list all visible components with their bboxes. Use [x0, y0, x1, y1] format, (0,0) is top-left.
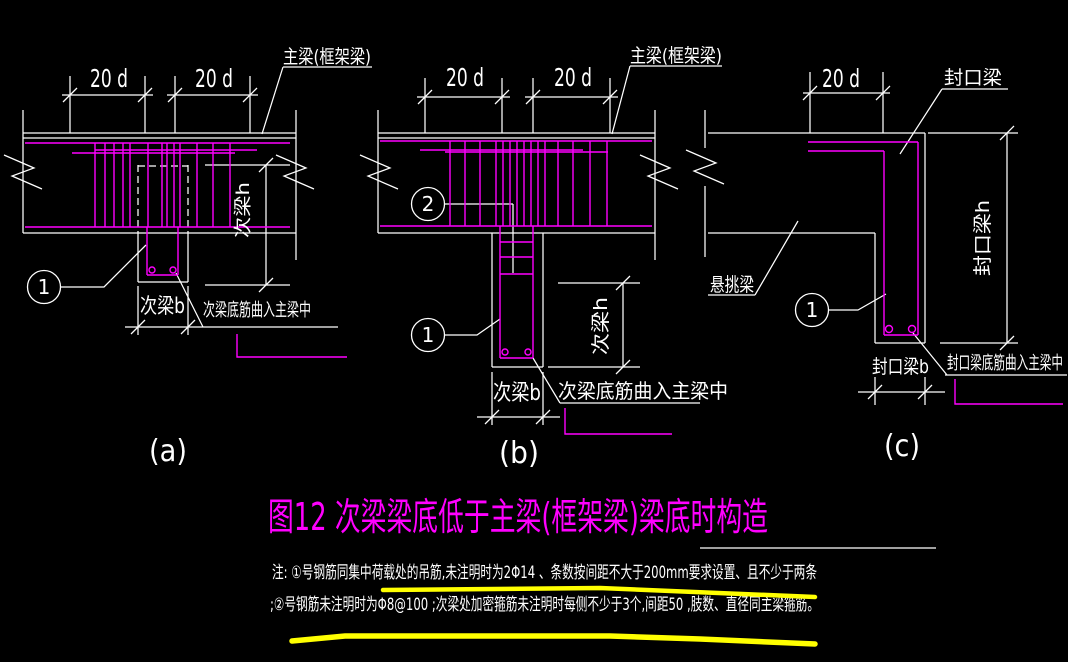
detail-b-break-right: [639, 154, 679, 190]
detail-b-break-left: [359, 154, 399, 190]
detail-c-closure-leader: [899, 88, 1008, 155]
detail-b: 2 1 20 d 20 d 主梁(框架梁) 次梁b 次梁底筋曲入主梁中 次梁h …: [359, 45, 728, 471]
detail-b-dim-right-label: 20 d: [554, 63, 592, 92]
detail-c-closure-outline: [874, 133, 926, 344]
detail-c-break-left: [685, 149, 725, 185]
detail-a-hidden-beam-edges: [137, 165, 189, 233]
detail-a-height-dim: [205, 164, 290, 286]
detail-b-callout2-leader: [444, 203, 514, 273]
detail-b-caption: (b): [499, 436, 539, 471]
detail-a-callout-1-number: 1: [38, 275, 51, 299]
detail-c-rebar: [808, 141, 919, 336]
detail-c-note-bracket: [954, 379, 1063, 405]
detail-a-girder-leader: [261, 66, 372, 135]
detail-b-dim-lines: [417, 78, 618, 133]
detail-c-caption: (c): [884, 429, 920, 464]
detail-b-beam-drop-outline: [491, 233, 544, 368]
highlight-mark-bottom: [289, 633, 818, 647]
detail-a-note-bracket: [236, 334, 347, 358]
detail-c-bottom-bar-right-icon: [907, 324, 917, 334]
detail-b-bottom-bar-right-icon: [524, 348, 532, 356]
note-line-2: ;②号钢筋未注明时为Φ8@100 ;次梁处加密箍筋未注明时每侧不少于3个,间距5…: [270, 595, 819, 615]
detail-b-width-dim: [477, 372, 560, 425]
detail-a-bottom-bar-right-icon: [169, 266, 177, 274]
detail-b-dim-left-label: 20 d: [446, 63, 484, 92]
note-line-1: 注: ①号钢筋同集中荷载处的吊筋,未注明时为2Φ14 、条数按间距不大于200m…: [272, 563, 817, 583]
detail-b-girder-label: 主梁(框架梁): [630, 45, 722, 67]
detail-a-rebar: [25, 142, 290, 276]
detail-b-callout1-leader: [444, 318, 501, 336]
detail-a-dim-right-label: 20 d: [195, 64, 233, 93]
detail-c-cantilever-label: 悬挑梁: [710, 274, 754, 296]
detail-b-height-dim: [548, 282, 640, 368]
detail-c-callout-1-number: 1: [806, 298, 819, 322]
detail-b-note-bracket: [564, 408, 672, 435]
detail-b-rebar: [380, 140, 652, 359]
detail-c-callout-leader: [828, 293, 887, 311]
detail-a-bottom-bar-note: 次梁底筋曲入主梁中: [203, 300, 311, 321]
detail-a-break-left: [3, 154, 43, 190]
detail-c-cantilever-lines: [704, 110, 925, 257]
detail-b-height-label: 次梁h: [590, 297, 612, 355]
detail-a-girder-label: 主梁(框架梁): [283, 46, 371, 68]
detail-b-girder-lines: [377, 110, 656, 260]
detail-c-closure-label: 封口梁: [944, 67, 1002, 89]
figure-title: 图12 次梁梁底低于主梁(框架梁)梁底时构造: [268, 495, 768, 539]
detail-c-note-underline: [912, 332, 1067, 376]
detail-a-width-dim: [125, 272, 338, 335]
detail-b-bottom-bar-left-icon: [501, 348, 509, 356]
detail-a-height-label: 次梁h: [233, 182, 254, 238]
detail-b-callout-1-number: 1: [422, 323, 435, 347]
detail-b-note-underline: [532, 357, 700, 404]
detail-c-callout-1: 1: [794, 292, 830, 328]
detail-b-bottom-bar-note: 次梁底筋曲入主梁中: [558, 379, 728, 403]
detail-b-width-label: 次梁b: [493, 381, 541, 406]
detail-a-callout-1: 1: [26, 269, 62, 305]
highlight-mark-mid: [380, 585, 818, 600]
detail-a-width-label: 次梁b: [140, 294, 185, 318]
detail-c-width-label: 封口梁b: [872, 356, 929, 378]
detail-c-bottom-bar-left-icon: [884, 324, 894, 334]
detail-a: 1 20 d 20 d 主梁(框架梁) 次梁b 次梁底筋曲入主梁中 次梁h (a…: [3, 46, 372, 469]
detail-a-break-right: [275, 154, 315, 190]
detail-b-callout-1: 1: [410, 317, 446, 353]
detail-b-callout-2-number: 2: [422, 192, 435, 216]
detail-c: 1 20 d 封口梁 悬挑梁 封口梁b 封口梁底筋曲入主梁中 封口梁h (c): [685, 64, 1067, 464]
detail-c-dim-label: 20 d: [822, 64, 860, 93]
detail-c-bottom-bar-note: 封口梁底筋曲入主梁中: [947, 353, 1063, 374]
detail-a-bottom-bar-left-icon: [148, 266, 156, 274]
detail-c-height-label: 封口梁h: [972, 200, 994, 276]
detail-b-callout-2: 2: [410, 186, 446, 222]
detail-a-caption: (a): [149, 434, 187, 469]
detail-a-callout-leader: [60, 244, 147, 288]
detail-c-dim-lines: [803, 72, 890, 133]
detail-a-beam-drop-outline: [137, 233, 189, 283]
detail-c-height-dim: [928, 132, 1018, 344]
detail-c-cantilever-leader: [708, 220, 799, 296]
detail-c-width-dim: [858, 377, 945, 405]
detail-a-girder-lines: [22, 110, 297, 260]
detail-a-dim-left-label: 20 d: [90, 64, 128, 93]
detail-b-girder-leader: [611, 65, 722, 135]
detail-a-dim-lines: [62, 76, 258, 133]
